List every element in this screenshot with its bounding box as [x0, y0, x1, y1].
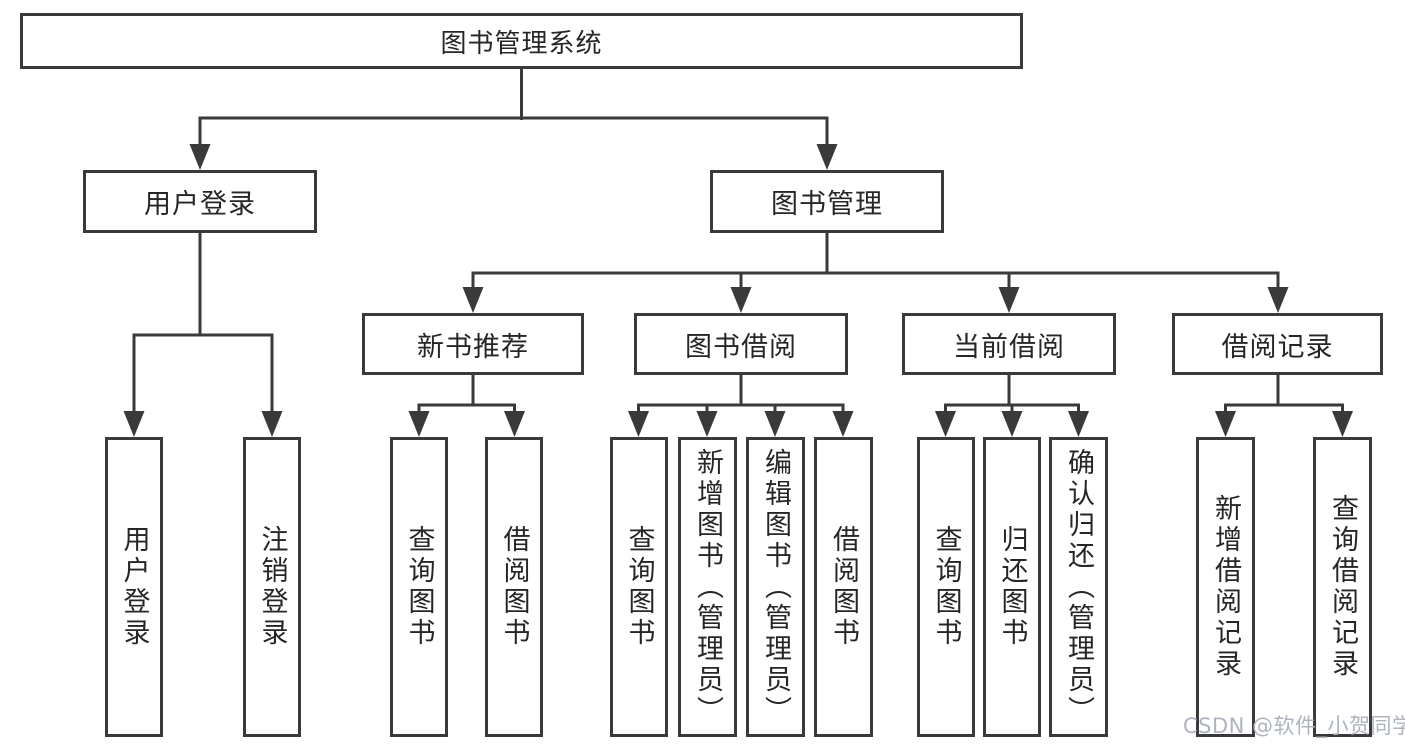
node-root-system: 图书管理系统: [20, 13, 1023, 69]
arrow-to-bb-borrow-leaf: [832, 411, 854, 437]
node-label: 图书借阅: [685, 331, 797, 363]
arrow-to-logout-leaf: [261, 411, 283, 437]
node-current-borrow: 当前借阅: [902, 313, 1116, 375]
arrow-to-br-query-leaf: [1332, 411, 1353, 437]
arrow-to-book-borrow: [730, 287, 752, 313]
node-label: 编辑图书（管理员）: [760, 447, 791, 727]
connector-root-branch: [198, 116, 829, 155]
node-label: 查询借阅记录: [1327, 494, 1358, 680]
arrow-to-borrow-records: [1267, 287, 1289, 313]
arrow-to-bb-query-leaf: [628, 411, 649, 437]
leaf-br-add-record: 新增借阅记录: [1196, 437, 1255, 737]
arrow-to-book-mgmt: [816, 144, 838, 170]
arrow-to-br-add-leaf: [1215, 411, 1236, 437]
connector-book-borrow-branch: [637, 403, 845, 424]
leaf-bb-add-books-admin: 新增图书（管理员）: [678, 437, 737, 737]
node-book-mgmt-group: 图书管理: [710, 170, 944, 233]
leaf-user-login: 用户登录: [105, 437, 163, 737]
arrow-to-new-book: [462, 287, 484, 313]
node-label: 查询图书: [623, 525, 655, 649]
node-label: 新增图书（管理员）: [692, 447, 723, 727]
node-label: 借阅记录: [1221, 331, 1334, 363]
node-label: 新书推荐: [417, 331, 529, 363]
leaf-logout: 注销登录: [243, 437, 301, 737]
leaf-bb-borrow-books: 借阅图书: [814, 437, 873, 737]
connector-borrow-records-branch: [1224, 403, 1344, 424]
connector-new-book-branch: [417, 403, 516, 424]
arrow-to-user-login: [189, 144, 211, 170]
node-label: 当前借阅: [953, 331, 1065, 363]
arrow-to-bb-edit-leaf: [764, 411, 786, 437]
node-label: 借阅图书: [828, 525, 859, 649]
leaf-cb-query-books: 查询图书: [917, 437, 975, 737]
arrow-to-rec-borrow-leaf: [504, 411, 525, 437]
arrow-to-cb-return-leaf: [1001, 411, 1023, 437]
node-label: 图书管理: [771, 189, 883, 220]
arrow-to-current-borrow: [998, 287, 1020, 313]
node-label: 查询图书: [930, 525, 962, 649]
arrow-to-login-leaf: [123, 411, 145, 437]
csdn-watermark: CSDN @软件_小贺同学: [1183, 714, 1405, 738]
arrowheads: [123, 144, 1353, 437]
node-label: 用户登录: [118, 525, 150, 649]
node-label: 查询图书: [403, 525, 435, 649]
leaf-bb-edit-books-admin: 编辑图书（管理员）: [746, 437, 805, 737]
leaf-bb-query-books: 查询图书: [610, 437, 668, 737]
arrow-to-rec-query-leaf: [408, 411, 430, 437]
node-new-book-recommend: 新书推荐: [362, 313, 584, 375]
node-label: 归还图书: [996, 525, 1028, 649]
node-label: 图书管理系统: [440, 28, 603, 59]
node-label: 注销登录: [256, 525, 288, 649]
leaf-cb-return-books: 归还图书: [983, 437, 1041, 737]
arrow-to-cb-confirm-leaf: [1068, 411, 1089, 437]
connector-level3-branch: [471, 271, 1280, 300]
node-borrow-records: 借阅记录: [1172, 313, 1383, 375]
leaf-cb-confirm-return-admin: 确认归还（管理员）: [1049, 437, 1108, 737]
leaf-br-query-record: 查询借阅记录: [1313, 437, 1372, 737]
arrow-to-bb-add-leaf: [696, 411, 718, 437]
node-label: 借阅图书: [498, 525, 530, 649]
node-label: 用户登录: [144, 189, 256, 220]
leaf-rec-query-books: 查询图书: [390, 437, 448, 737]
node-label: 确认归还（管理员）: [1063, 447, 1094, 727]
node-book-borrow: 图书借阅: [634, 313, 848, 375]
node-user-login-group: 用户登录: [83, 170, 317, 233]
arrow-to-cb-query-leaf: [935, 411, 956, 437]
connector-user-login-branch: [132, 333, 274, 424]
leaf-rec-borrow-books: 借阅图书: [485, 437, 543, 737]
node-label: 新增借阅记录: [1210, 494, 1241, 680]
